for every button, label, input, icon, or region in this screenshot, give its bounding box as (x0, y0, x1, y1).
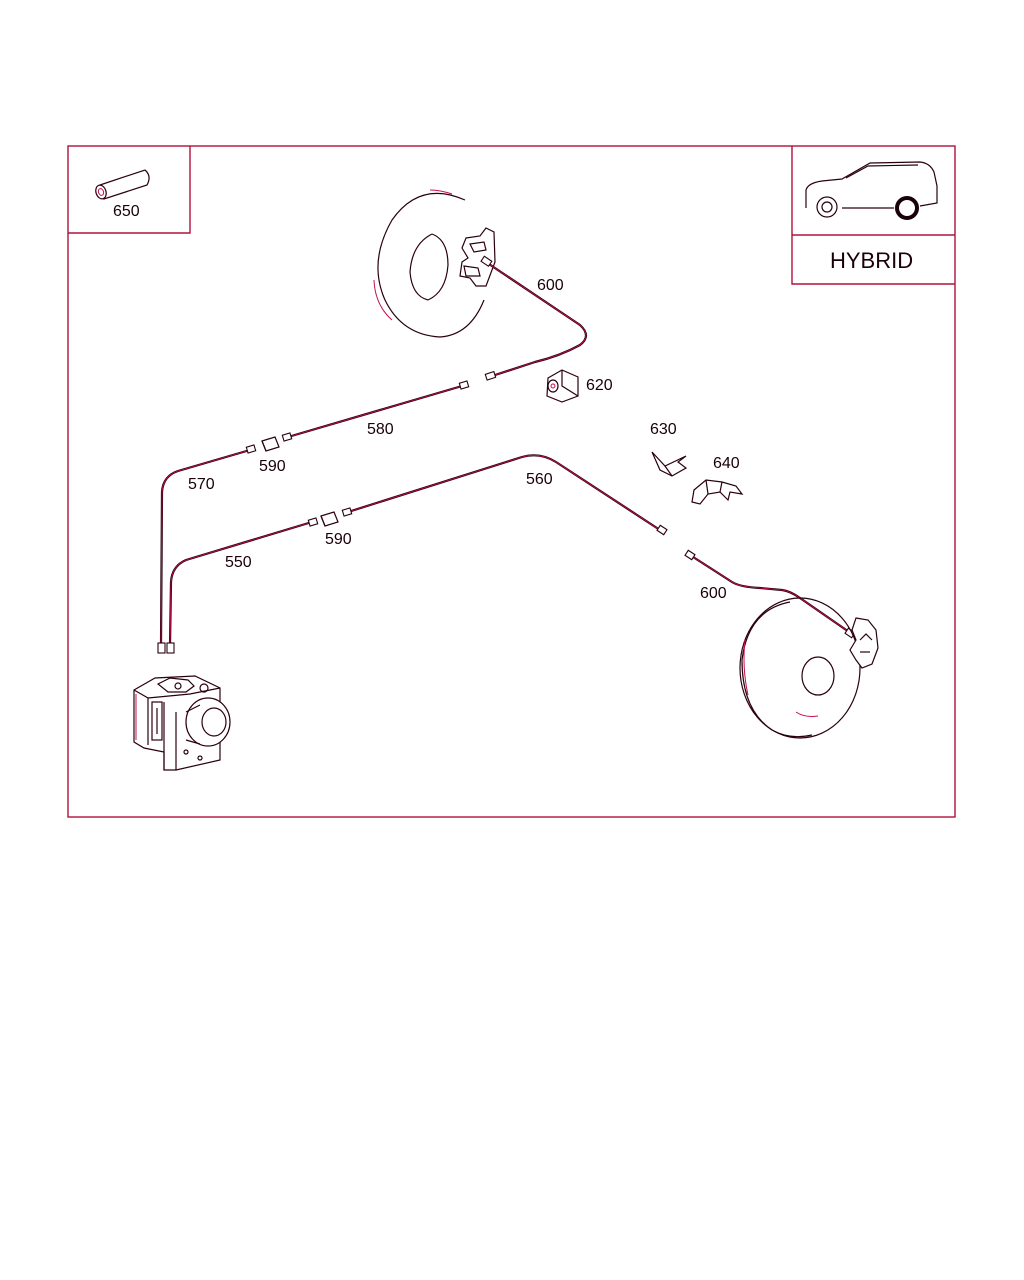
callout-560: 560 (526, 471, 553, 488)
brake-line-570 (157, 444, 257, 654)
upper-brake-disc (373, 189, 496, 338)
brake-line-600-upper (480, 255, 588, 381)
union-590-lower (320, 511, 339, 527)
brake-line-560 (341, 454, 668, 536)
lower-caliper (849, 617, 879, 669)
callout-600-lower: 600 (700, 585, 727, 602)
callout-570: 570 (188, 476, 215, 493)
diagram-frame (67, 145, 956, 818)
brake-line-550 (166, 517, 319, 654)
hybrid-label: HYBRID (830, 248, 913, 273)
vehicle-box: HYBRID (791, 146, 955, 285)
suv-icon (805, 161, 938, 220)
callout-620: 620 (586, 377, 613, 394)
callout-630: 630 (650, 421, 677, 438)
sensor-620 (546, 369, 579, 403)
clip-630 (651, 451, 688, 477)
inset-650: 650 (68, 146, 191, 234)
brake-line-600-lower (684, 549, 856, 639)
lower-brake-disc (739, 597, 879, 739)
callout-550: 550 (225, 554, 252, 571)
sleeve-650-icon (95, 169, 150, 200)
part-label-650: 650 (113, 203, 140, 220)
callout-590-upper: 590 (259, 458, 286, 475)
callout-640: 640 (713, 455, 740, 472)
callout-590-lower: 590 (325, 531, 352, 548)
callout-580: 580 (367, 421, 394, 438)
brake-line-580 (281, 380, 470, 442)
upper-caliper (459, 227, 496, 287)
union-590-upper (261, 436, 280, 452)
abs-hydraulic-unit (133, 675, 231, 771)
callout-600-upper: 600 (537, 277, 564, 294)
bracket-640 (691, 479, 744, 505)
